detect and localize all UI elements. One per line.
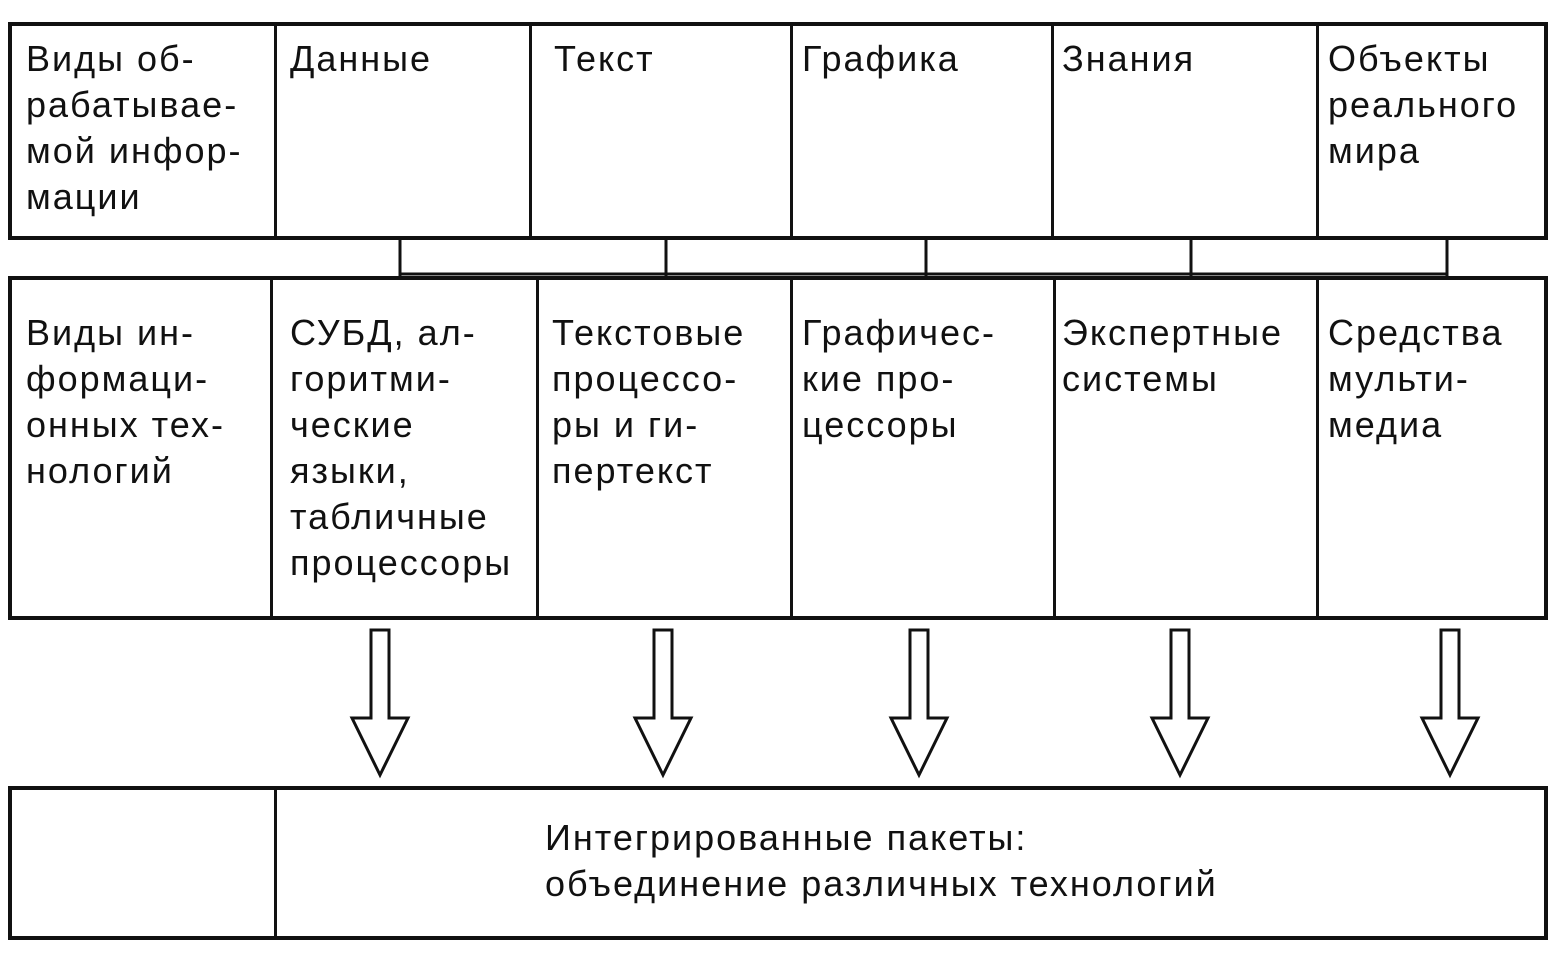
info-type-text: Текст <box>554 38 655 79</box>
it-type-dbms: СУБД, ал- горитми- ческие языки, табличн… <box>290 312 513 583</box>
it-type-text-processors: Текстовые процессо- ры и ги- пертекст <box>552 312 746 491</box>
down-arrow-icon <box>632 628 694 779</box>
row-separator <box>1316 26 1319 236</box>
info-types-row: Виды об- рабатывае- мой инфор- мации Дан… <box>8 22 1548 240</box>
down-arrow-icon <box>1149 628 1211 779</box>
info-type-knowledge: Знания <box>1062 38 1196 79</box>
info-type-real-objects: Объекты реального мира <box>1328 38 1519 171</box>
it-type-expert-systems: Экспертные системы <box>1062 312 1284 399</box>
row-separator <box>274 790 277 936</box>
row-separator <box>274 26 277 236</box>
row-separator <box>790 280 793 616</box>
integrated-packages-label: Интегрированные пакеты: объединение разл… <box>545 817 1218 904</box>
it-types-row: Виды ин- формаци- онных тех- нологий СУБ… <box>8 276 1548 620</box>
down-arrow-icon <box>1419 628 1481 779</box>
down-arrow-icon <box>349 628 411 779</box>
it-type-multimedia: Средства мульти- медиа <box>1328 312 1504 445</box>
it-type-graphics-processors: Графичес- кие про- цессоры <box>802 312 997 445</box>
info-type-graphics: Графика <box>802 38 960 79</box>
info-type-data: Данные <box>290 38 433 79</box>
row-separator <box>270 280 273 616</box>
it-types-header: Виды ин- формаци- онных тех- нологий <box>26 312 225 491</box>
row-separator <box>1316 280 1319 616</box>
row-separator <box>1051 26 1054 236</box>
row-separator <box>1053 280 1056 616</box>
row-separator <box>529 26 532 236</box>
row-separator <box>536 280 539 616</box>
integrated-packages-row <box>8 786 1548 940</box>
info-types-header: Виды об- рабатывае- мой инфор- мации <box>26 38 243 217</box>
row-separator <box>790 26 793 236</box>
down-arrow-icon <box>888 628 950 779</box>
